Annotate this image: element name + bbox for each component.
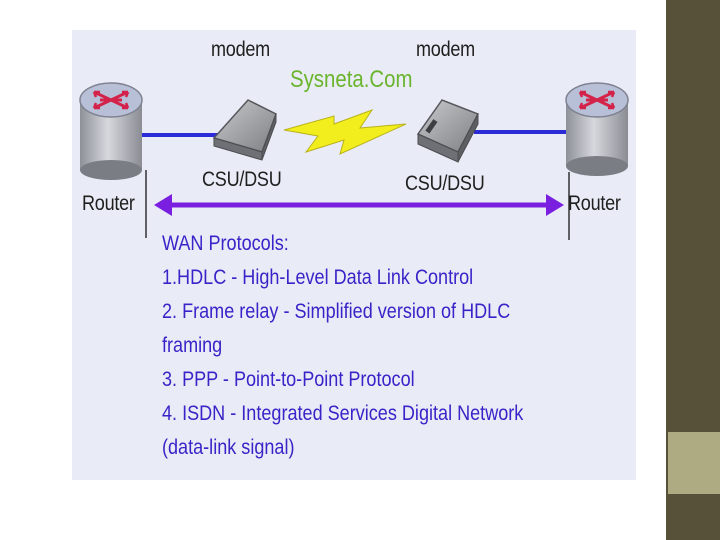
right-modem-label: modem — [416, 38, 475, 61]
left-modem-label: modem — [211, 38, 270, 61]
left-modem-icon — [212, 99, 277, 161]
lightning-bolt-icon — [283, 109, 407, 155]
right-csu-label: CSU/DSU — [405, 172, 485, 195]
wan-span-arrow — [154, 194, 564, 216]
right-modem-icon — [416, 99, 480, 163]
protocol-item: (data-link signal) — [162, 435, 295, 459]
protocol-item: 1.HDLC - High-Level Data Link Control — [162, 265, 474, 289]
left-router-label: Router — [82, 192, 135, 215]
right-router-label: Router — [568, 192, 621, 215]
wan-protocols-list: WAN Protocols: 1.HDLC - High-Level Data … — [162, 226, 632, 464]
brand-watermark: Sysneta.Com — [290, 66, 413, 93]
protocol-item: framing — [162, 333, 223, 357]
slide-sidebar-accent — [668, 432, 720, 494]
protocol-item: 4. ISDN - Integrated Services Digital Ne… — [162, 401, 524, 425]
left-router-icon — [79, 82, 143, 180]
protocols-heading: WAN Protocols: — [162, 231, 289, 255]
wan-diagram — [79, 82, 629, 240]
protocol-item: 3. PPP - Point-to-Point Protocol — [162, 367, 415, 391]
left-csu-label: CSU/DSU — [202, 168, 282, 191]
protocol-item: 2. Frame relay - Simplified version of H… — [162, 299, 511, 323]
diagram-panel — [72, 30, 636, 480]
right-router-icon — [565, 82, 629, 176]
